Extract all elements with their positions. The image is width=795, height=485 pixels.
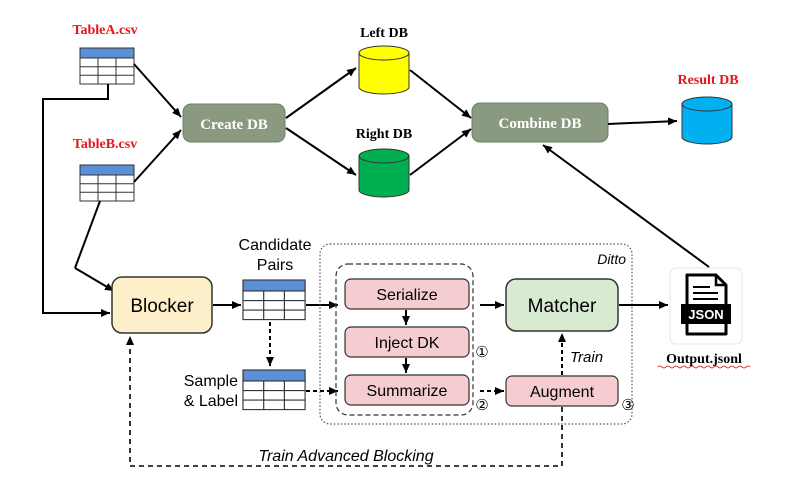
serialize-step xyxy=(344,278,470,310)
matcher-step xyxy=(505,278,619,332)
table-a-icon xyxy=(79,47,135,85)
serialize-label: Serialize xyxy=(376,287,437,304)
json-file-icon: JSON xyxy=(669,267,743,345)
blocker-flow-arrows xyxy=(213,301,338,395)
output-file-underline xyxy=(657,365,751,369)
left-db-cylinder xyxy=(358,45,410,95)
augment-label: Augment xyxy=(530,384,595,401)
table-b-label: TableB.csv xyxy=(73,137,137,152)
output-to-combine-arrow xyxy=(542,144,710,268)
matcher-label: Matcher xyxy=(528,296,597,317)
marker-2: ② xyxy=(475,397,488,414)
table-b-icon xyxy=(79,164,135,202)
train-label: Train xyxy=(570,349,603,366)
table-a-bypass-arrow xyxy=(42,84,110,317)
blocker-step xyxy=(111,276,213,334)
inject-dk-label: Inject DK xyxy=(375,335,440,352)
top-flow-arrows xyxy=(133,63,678,183)
combine-db-label: Combine DB xyxy=(499,116,582,132)
candidate-pairs-label-1: Candidate xyxy=(239,237,312,254)
augment-step xyxy=(505,375,619,407)
summarize-label: Summarize xyxy=(367,383,448,400)
table-a-label: TableA.csv xyxy=(72,23,137,38)
result-db-label: Result DB xyxy=(677,73,738,88)
summarize-step xyxy=(344,374,470,406)
inject-dk-step xyxy=(344,326,470,358)
sample-label-text-2: & Label xyxy=(184,393,238,410)
blocker-label: Blocker xyxy=(130,296,194,317)
right-db-cylinder xyxy=(358,148,410,198)
sample-label-text-1: Sample xyxy=(184,373,238,390)
output-file-label: Output.jsonl xyxy=(666,352,742,367)
combine-db-step xyxy=(471,102,609,143)
right-db-label: Right DB xyxy=(356,127,412,142)
left-db-label: Left DB xyxy=(360,26,408,41)
result-db-cylinder xyxy=(681,96,733,145)
marker-1: ① xyxy=(475,344,488,361)
candidate-pairs-table xyxy=(242,279,306,321)
preprocess-group xyxy=(335,263,474,416)
ditto-label: Ditto xyxy=(597,251,626,267)
marker-3: ③ xyxy=(621,397,634,414)
json-badge-label: JSON xyxy=(688,307,723,322)
create-db-label: Create DB xyxy=(200,117,268,133)
train-advanced-blocking-label: Train Advanced Blocking xyxy=(258,448,433,465)
preprocess-arrows xyxy=(402,301,504,395)
table-b-to-blocker-arrow xyxy=(74,200,115,292)
candidate-pairs-label-2: Pairs xyxy=(257,257,293,274)
train-advanced-blocking-arrow xyxy=(126,336,563,467)
create-db-step xyxy=(182,103,286,143)
sample-label-table xyxy=(242,369,306,411)
